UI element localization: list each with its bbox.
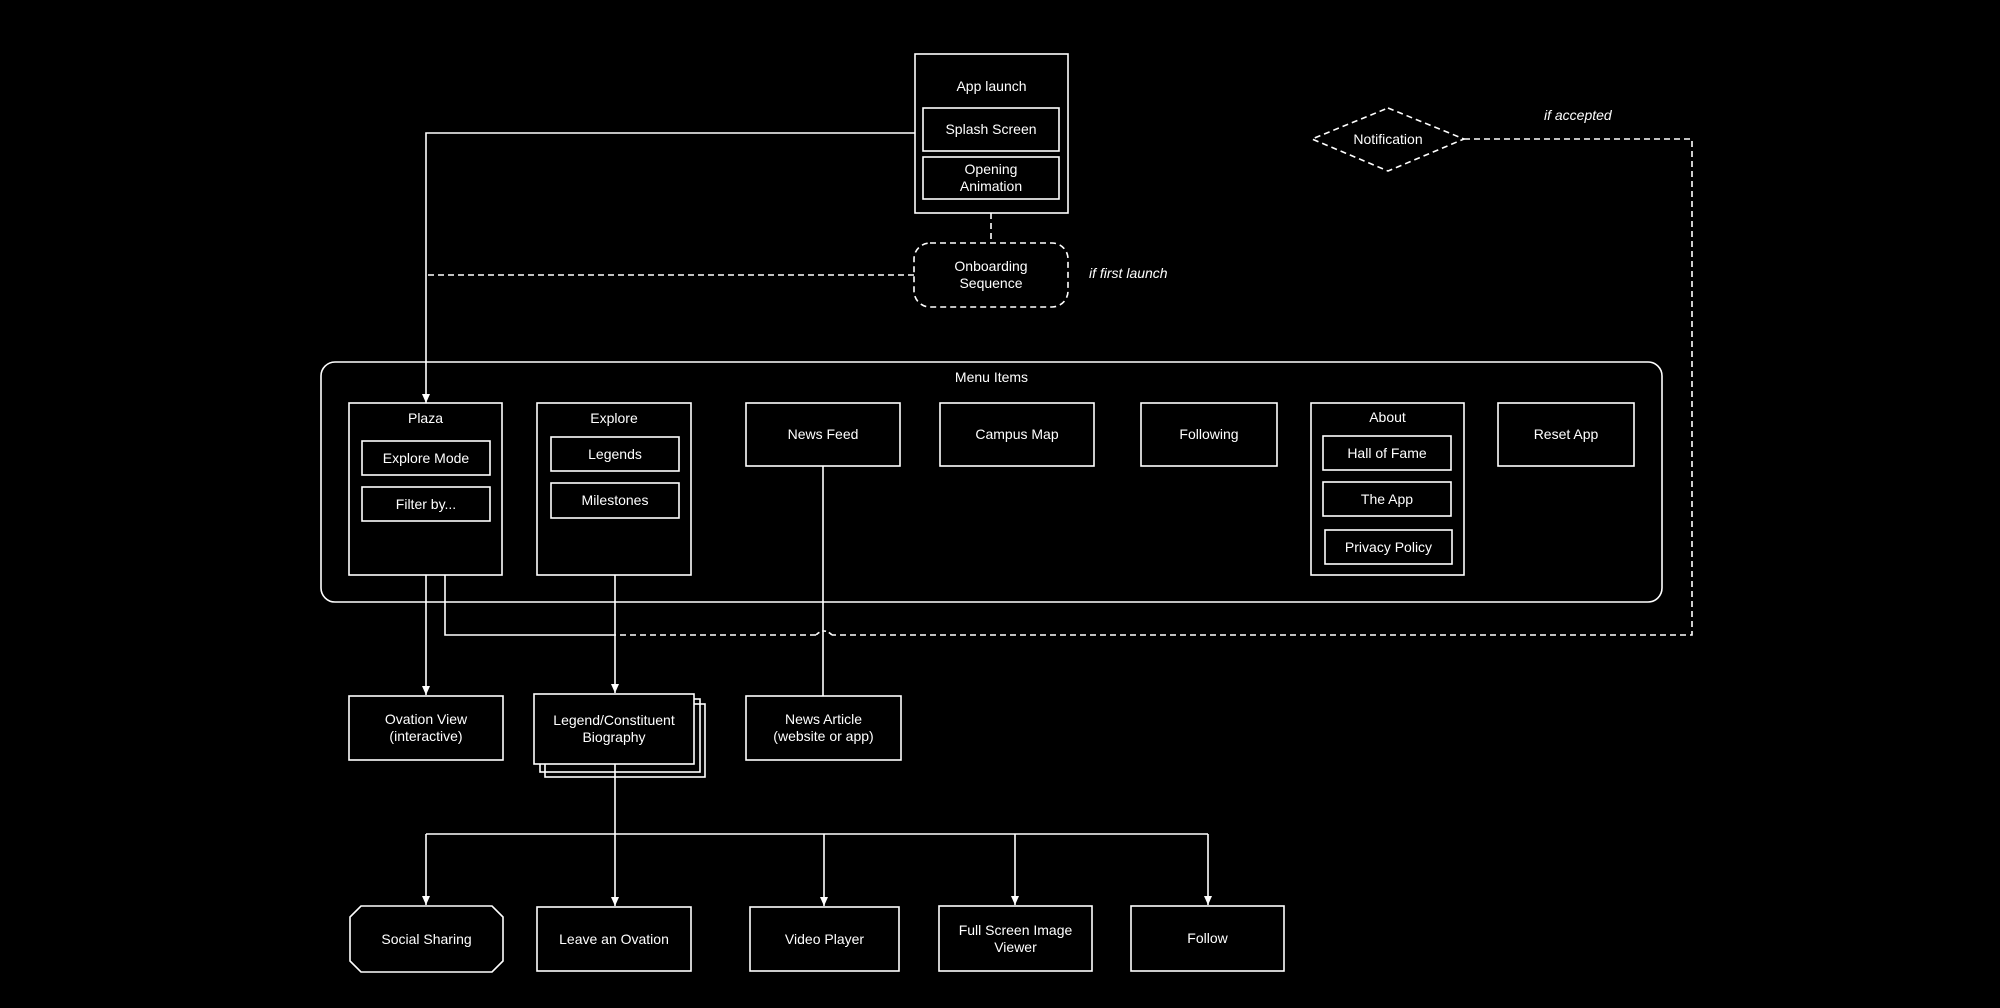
reset-app-box bbox=[1497, 402, 1635, 467]
ovation-view-box bbox=[348, 695, 504, 761]
milestones-label: Milestones bbox=[581, 492, 649, 508]
news-article-label: News Article (website or app) bbox=[773, 711, 874, 744]
notification-route-connector bbox=[832, 138, 1693, 636]
opening-animation-label: Opening Animation bbox=[959, 161, 1023, 194]
notification-label: Notification bbox=[1353, 131, 1423, 147]
the-app-box bbox=[1322, 481, 1452, 517]
leave-an-ovation-box bbox=[536, 906, 692, 972]
explore-box bbox=[536, 402, 692, 576]
biography-box bbox=[533, 693, 695, 765]
campus-map-label: Campus Map bbox=[975, 426, 1059, 442]
plaza-filter-connector bbox=[444, 575, 615, 636]
notification-diamond bbox=[1309, 107, 1467, 172]
filter-by-box bbox=[361, 486, 491, 522]
about-box bbox=[1310, 402, 1465, 576]
biography-label: Legend/Constituent Biography bbox=[553, 712, 675, 745]
splash-screen-box bbox=[922, 107, 1060, 152]
video-player-box bbox=[749, 906, 900, 972]
campus-map-box bbox=[939, 402, 1095, 467]
privacy-policy-label: Privacy Policy bbox=[1344, 538, 1433, 555]
splash-screen-label: Splash Screen bbox=[945, 121, 1037, 137]
filter-by-label: Filter by... bbox=[395, 495, 457, 512]
if-first-launch-note: if first launch bbox=[1089, 265, 1168, 281]
about-label: About bbox=[1369, 408, 1406, 425]
legends-label: Legends bbox=[588, 445, 642, 462]
full-screen-image-viewer-box bbox=[938, 905, 1093, 972]
menu-items-container bbox=[320, 361, 1663, 603]
follow-box bbox=[1130, 905, 1285, 972]
explore-mode-label: Explore Mode bbox=[382, 449, 470, 466]
social-sharing-box bbox=[349, 905, 504, 973]
explore-mode-box bbox=[361, 440, 491, 476]
following-box bbox=[1140, 402, 1278, 467]
video-player-label: Video Player bbox=[784, 930, 865, 947]
hall-of-fame-label: Hall of Fame bbox=[1347, 444, 1427, 461]
menu-items-label: Menu Items bbox=[954, 368, 1029, 385]
hall-of-fame-box bbox=[1322, 435, 1452, 471]
onboarding-box bbox=[913, 242, 1069, 308]
milestones-box bbox=[550, 482, 680, 519]
notification-route-hop bbox=[815, 630, 833, 636]
app-launch-label: App launch bbox=[956, 77, 1027, 94]
ovation-view-label: Ovation View (interactive) bbox=[384, 711, 468, 744]
follow-label: Follow bbox=[1187, 930, 1228, 946]
leave-an-ovation-label: Leave an Ovation bbox=[559, 930, 669, 947]
following-label: Following bbox=[1179, 426, 1239, 442]
legends-box bbox=[550, 436, 680, 472]
reset-app-label: Reset App bbox=[1533, 426, 1599, 442]
social-sharing-label: Social Sharing bbox=[381, 930, 472, 947]
onboarding-sequence-label: Onboarding Sequence bbox=[954, 258, 1028, 291]
news-feed-label: News Feed bbox=[787, 426, 859, 442]
plaza-label: Plaza bbox=[407, 409, 444, 426]
privacy-policy-box bbox=[1324, 529, 1453, 565]
if-accepted-note: if accepted bbox=[1544, 107, 1612, 123]
full-screen-image-viewer-label: Full Screen Image Viewer bbox=[958, 921, 1073, 955]
the-app-label: The App bbox=[1360, 490, 1414, 507]
opening-animation-box bbox=[922, 156, 1060, 200]
launch-to-plaza-connector bbox=[422, 132, 915, 403]
explore-label: Explore bbox=[590, 409, 638, 426]
